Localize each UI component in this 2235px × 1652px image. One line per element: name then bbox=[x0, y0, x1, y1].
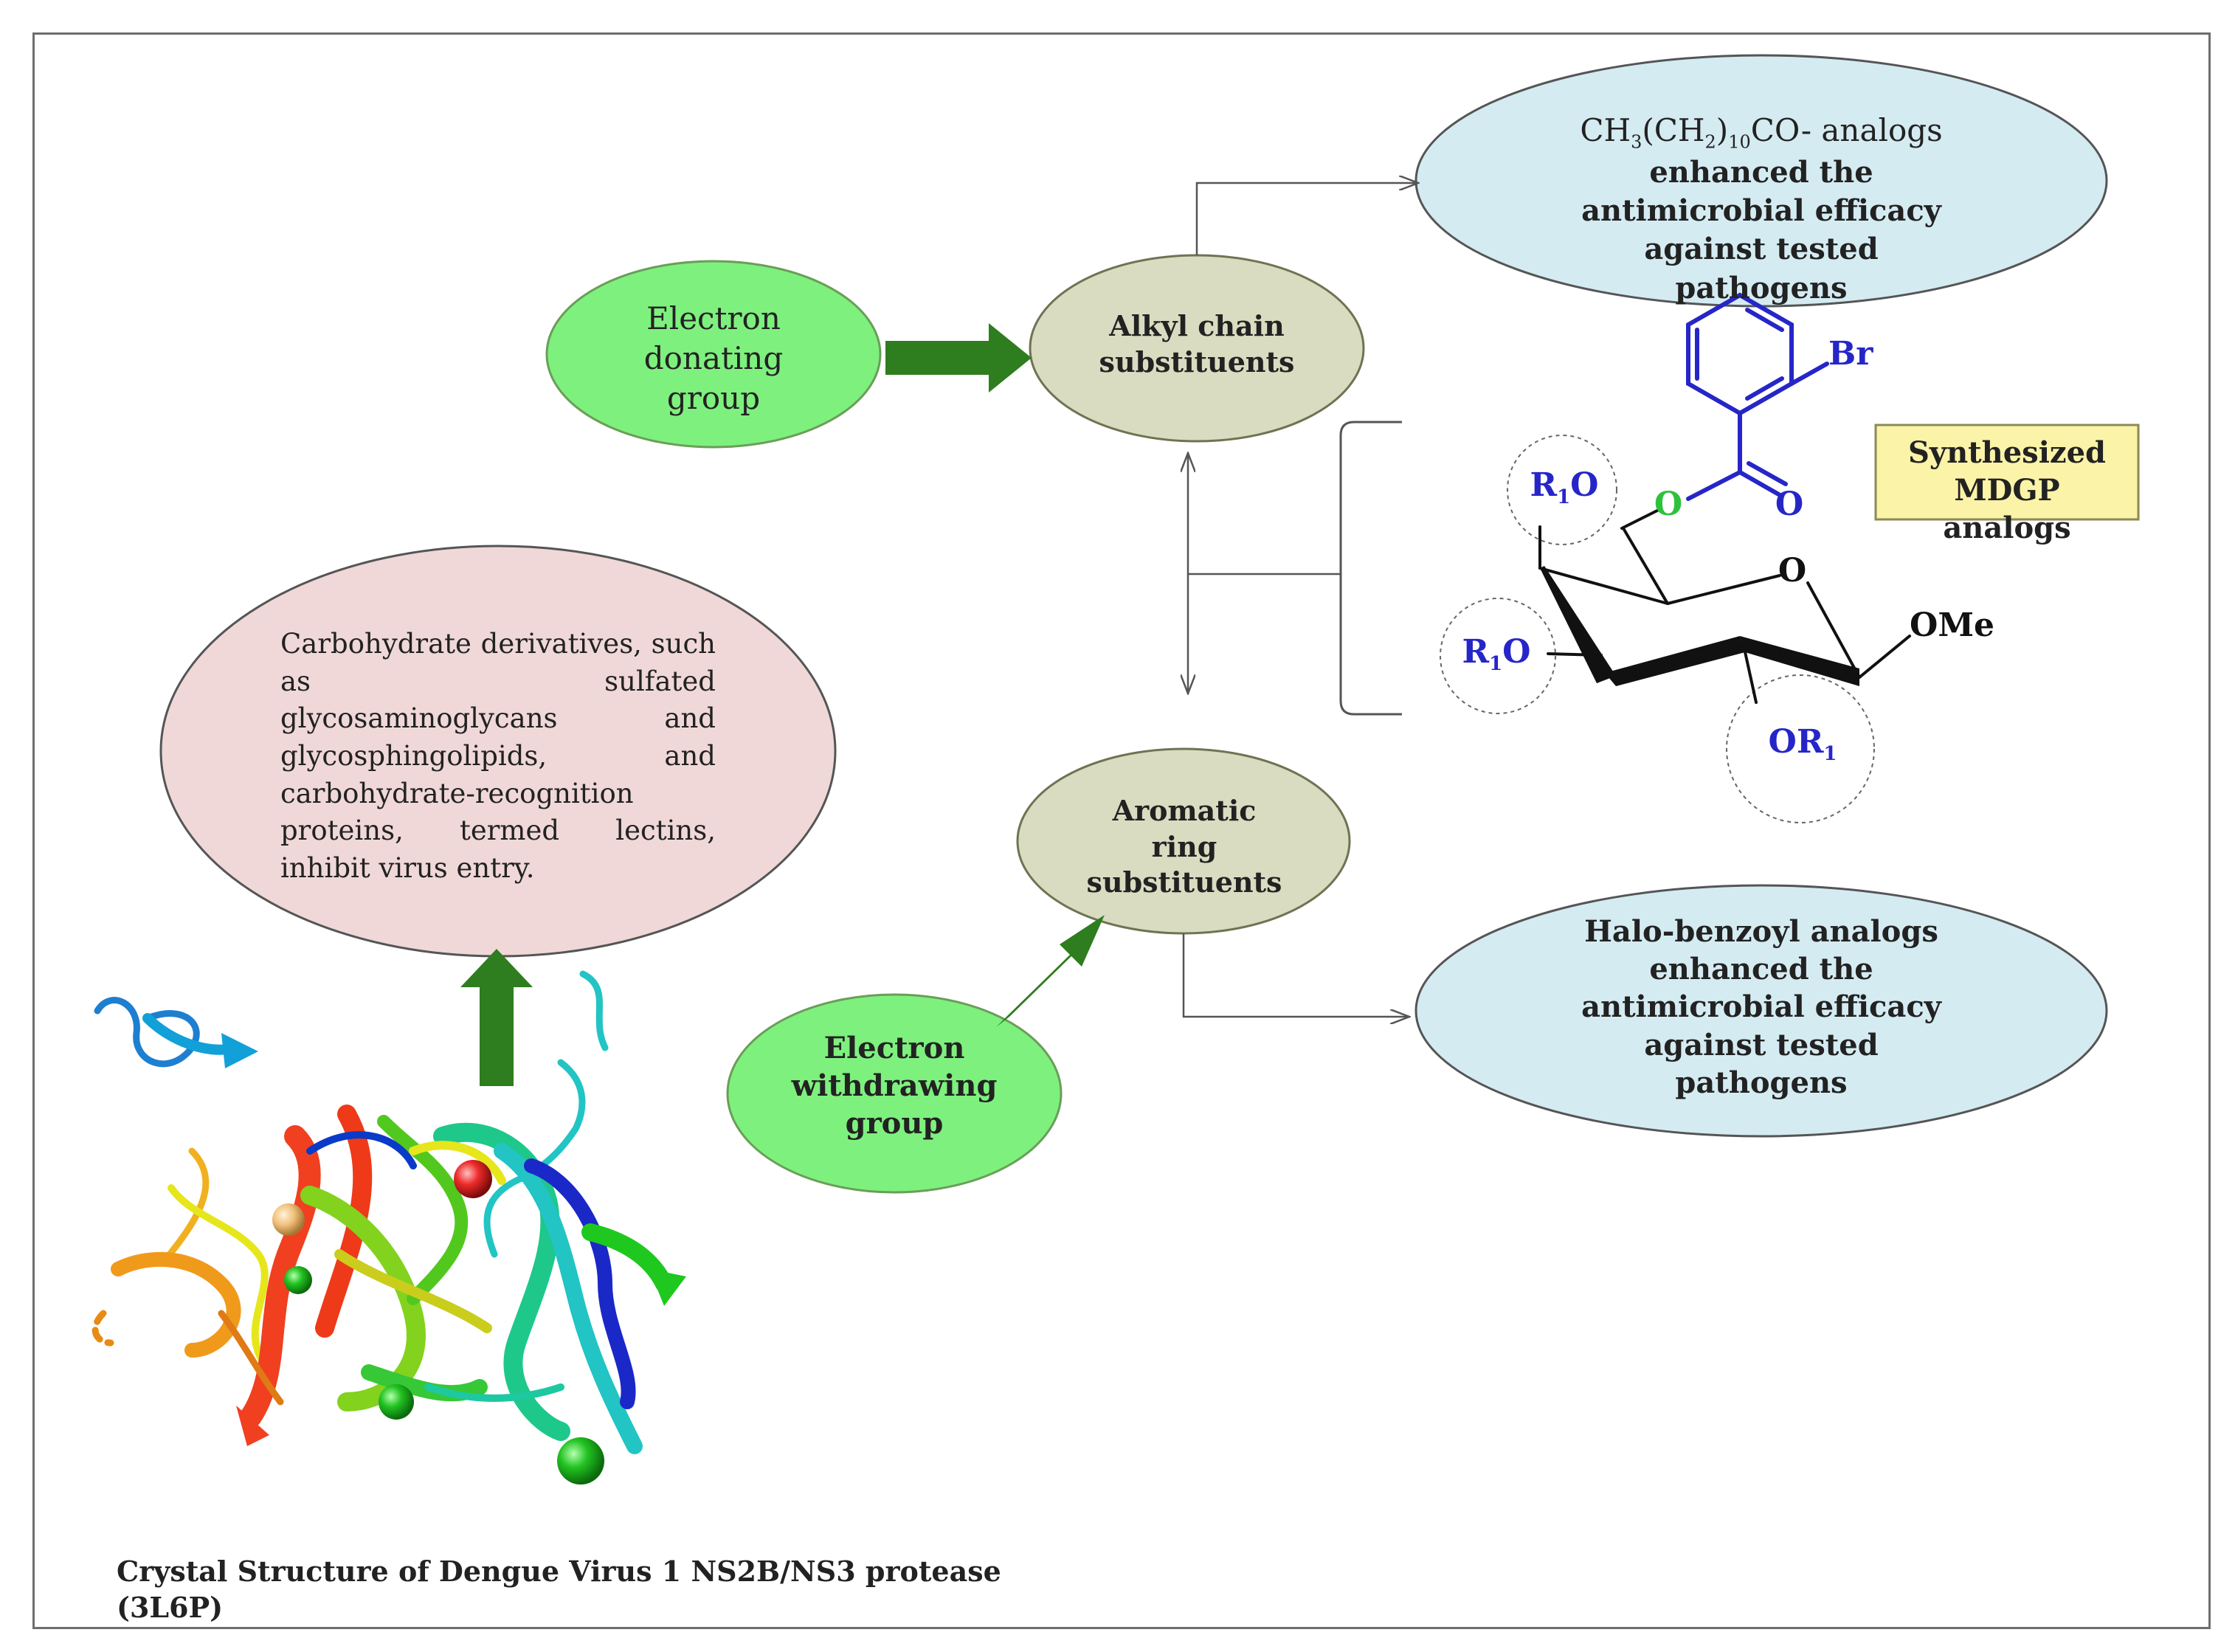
halo-result-text: Halo-benzoyl analogs enhanced the antimi… bbox=[1581, 914, 1941, 1100]
alkyl-result-text: CH3(CH2)10CO- analogs enhanced the antim… bbox=[1562, 111, 1961, 308]
alkyl-result-body: enhanced the antimicrobial efficacy agai… bbox=[1581, 155, 1941, 305]
molecule-ome-label: OMe bbox=[1910, 606, 1995, 644]
molecule-or1-bottom: OR1 bbox=[1768, 723, 1837, 765]
electron-withdrawing-label: Electron withdrawing group bbox=[791, 1031, 998, 1141]
green-arrow-to-carbohydrate bbox=[460, 949, 533, 1086]
connector-aromatic-to-result bbox=[1182, 933, 1409, 1017]
connector-alkyl-to-result bbox=[1195, 183, 1418, 255]
molecule-r1o-left: R1O bbox=[1462, 633, 1531, 675]
molecule-br-label: Br bbox=[1828, 335, 1873, 373]
molecule-carbonyl-oxygen: O bbox=[1775, 485, 1804, 523]
sugar-ring bbox=[1538, 508, 1911, 704]
carbohydrate-text: Carbohydrate derivatives, such as sulfat… bbox=[280, 628, 716, 885]
figure-frame bbox=[32, 32, 2211, 1629]
bracket bbox=[1339, 421, 1402, 716]
synthesized-box bbox=[1874, 424, 2140, 521]
alkyl-chain-label: Alkyl chain substituents bbox=[1099, 309, 1295, 379]
benzene-ring bbox=[1686, 292, 1829, 501]
electron-withdrawing-ellipse bbox=[726, 993, 1063, 1194]
alkyl-result-formula: CH3(CH2)10CO- analogs bbox=[1580, 112, 1943, 153]
green-arrow-to-alkyl bbox=[885, 323, 1032, 393]
electron-donating-label: Electron donating group bbox=[643, 300, 784, 416]
r1o-left-circle bbox=[1440, 598, 1556, 714]
figure-caption: Crystal Structure of Dengue Virus 1 NS2B… bbox=[117, 1555, 1001, 1624]
electron-donating-ellipse bbox=[545, 260, 882, 449]
protein-structure-image bbox=[91, 970, 686, 1485]
molecule-ester-oxygen: O bbox=[1654, 485, 1683, 523]
molecule-r1o-top: R1O bbox=[1530, 466, 1599, 508]
aromatic-ring-label: Aromatic ring substituents bbox=[1086, 794, 1282, 899]
or1-bottom-circle bbox=[1726, 674, 1875, 823]
green-arrow-to-aromatic bbox=[996, 915, 1105, 1027]
molecule-ring-oxygen: O bbox=[1778, 552, 1807, 590]
halo-result-ellipse bbox=[1414, 884, 2108, 1138]
synthesized-label: Synthesized MDGP analogs bbox=[1907, 435, 2107, 546]
r1o-top-circle bbox=[1507, 435, 1617, 545]
